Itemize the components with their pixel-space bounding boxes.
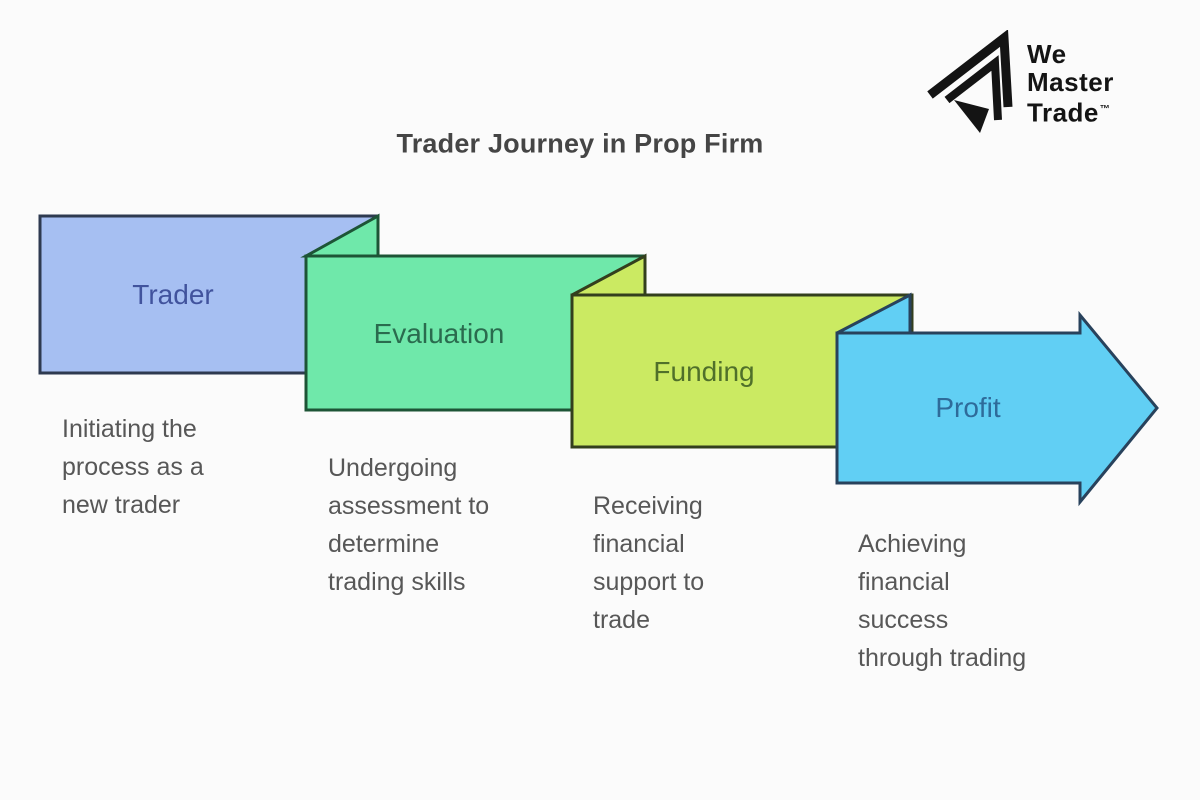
description-line: financial [858,568,950,596]
description-line: Receiving [593,492,703,520]
brand-word-master: Master [1027,67,1114,97]
description-line: Initiating the [62,415,197,443]
brand-word-trade-text: Trade [1027,97,1099,128]
brand-logo-icon [927,30,1013,133]
description-line: success [858,606,949,634]
stage-description-funding: Receiving financial support to trade [593,487,704,639]
stage-label-trader: Trader [132,279,214,310]
stage-description-trader: Initiating the process as a new trader [62,410,204,524]
stage-label-evaluation: Evaluation [373,318,505,349]
brand-word-we: We [1027,39,1067,69]
description-line: process as a [62,453,204,481]
stage-label-funding: Funding [653,356,755,387]
description-line: determine [328,530,440,558]
description-line: financial [593,530,685,558]
description-line: new trader [62,491,181,519]
description-line: Achieving [858,530,967,558]
trademark-symbol: ™ [1099,104,1111,115]
brand-word-trade: Trade™ [1027,96,1114,127]
description-line: support to [593,568,705,596]
description-line: through trading [858,644,1027,672]
description-line: assessment to [328,492,490,520]
brand-logo-wordmark: We Master Trade™ [1027,40,1114,127]
stage-label-profit: Profit [935,392,1001,423]
page-title: Trader Journey in Prop Firm [396,128,764,159]
description-line: Undergoing [328,454,458,482]
stage-description-profit: Achieving financial success through trad… [858,525,1026,677]
stage-profit-arrow-shape [835,310,1159,507]
stage-description-evaluation: Undergoing assessment to determine tradi… [328,449,489,601]
description-line: trade [593,606,650,634]
description-line: trading skills [328,568,466,596]
